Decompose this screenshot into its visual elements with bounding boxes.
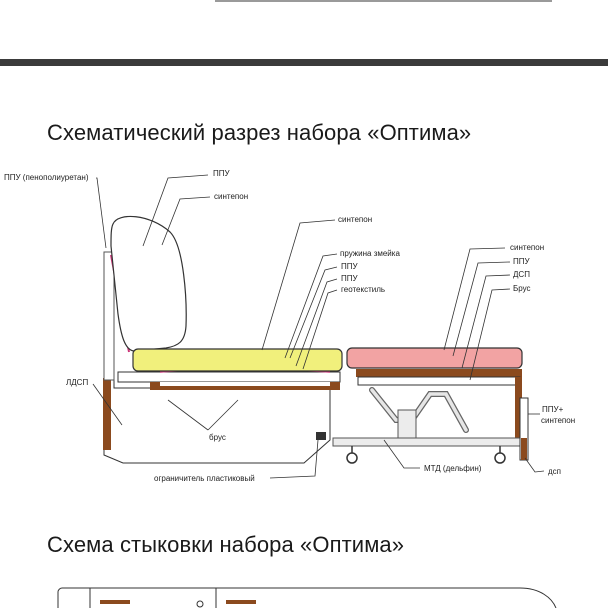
plastic-limiter bbox=[316, 432, 326, 440]
label-spring: пружина змейка bbox=[340, 249, 400, 258]
seat-brus-gap bbox=[160, 382, 330, 386]
seat-cushion bbox=[132, 348, 343, 372]
extension-frame bbox=[357, 376, 521, 386]
label-dsp-small: дсп bbox=[548, 467, 561, 476]
dsp-panel-brus bbox=[521, 438, 527, 460]
mtd-rail bbox=[332, 437, 524, 447]
label-ppu-seat-a: ППУ bbox=[341, 262, 359, 271]
label-ppu-ext: ППУ bbox=[513, 257, 531, 266]
wheel-left bbox=[346, 452, 358, 464]
label-ppu-top: ППУ bbox=[213, 169, 231, 178]
label-sintepon-seat: синтепон bbox=[338, 215, 372, 224]
label-ppu-left: ППУ (пенополиуретан) bbox=[4, 173, 89, 182]
back-cushion bbox=[110, 215, 187, 352]
wheel-right bbox=[494, 452, 506, 464]
label-dsp-ext: ДСП bbox=[513, 270, 530, 279]
leader-lines bbox=[92, 174, 545, 479]
seat-frame bbox=[117, 371, 341, 383]
label-brus: брус bbox=[209, 433, 226, 442]
section-title: Схематический разрез набора «Оптима» bbox=[47, 120, 472, 145]
wood-leg bbox=[103, 378, 111, 450]
label-ppu-seat-b: ППУ bbox=[341, 274, 359, 283]
label-mtd: МТД (дельфин) bbox=[424, 464, 482, 473]
label-brus-ext: Брус bbox=[513, 284, 531, 293]
section-divider bbox=[0, 59, 608, 66]
label-geotextile: геотекстиль bbox=[341, 285, 385, 294]
label-sintepon-back: синтепон bbox=[214, 192, 248, 201]
label-limiter: ограничитель пластиковый bbox=[154, 474, 255, 483]
extension-cushion bbox=[346, 347, 523, 369]
label-ldsp: ЛДСП bbox=[66, 378, 88, 387]
mtd-mechanism-arms-inner bbox=[370, 388, 468, 432]
docking-scheme-preview bbox=[57, 587, 557, 608]
back-frame bbox=[103, 251, 115, 381]
label-ppu-plus: ППУ+ bbox=[542, 405, 564, 414]
docking-title: Схема стыковки набора «Оптима» bbox=[47, 532, 405, 557]
extension-frame-top bbox=[356, 369, 522, 377]
extension-leg bbox=[515, 377, 522, 440]
label-ppu-plus-sintepon: синтепон bbox=[541, 416, 575, 425]
label-sintepon-ext: синтепон bbox=[510, 243, 544, 252]
top-divider-line bbox=[215, 0, 552, 2]
